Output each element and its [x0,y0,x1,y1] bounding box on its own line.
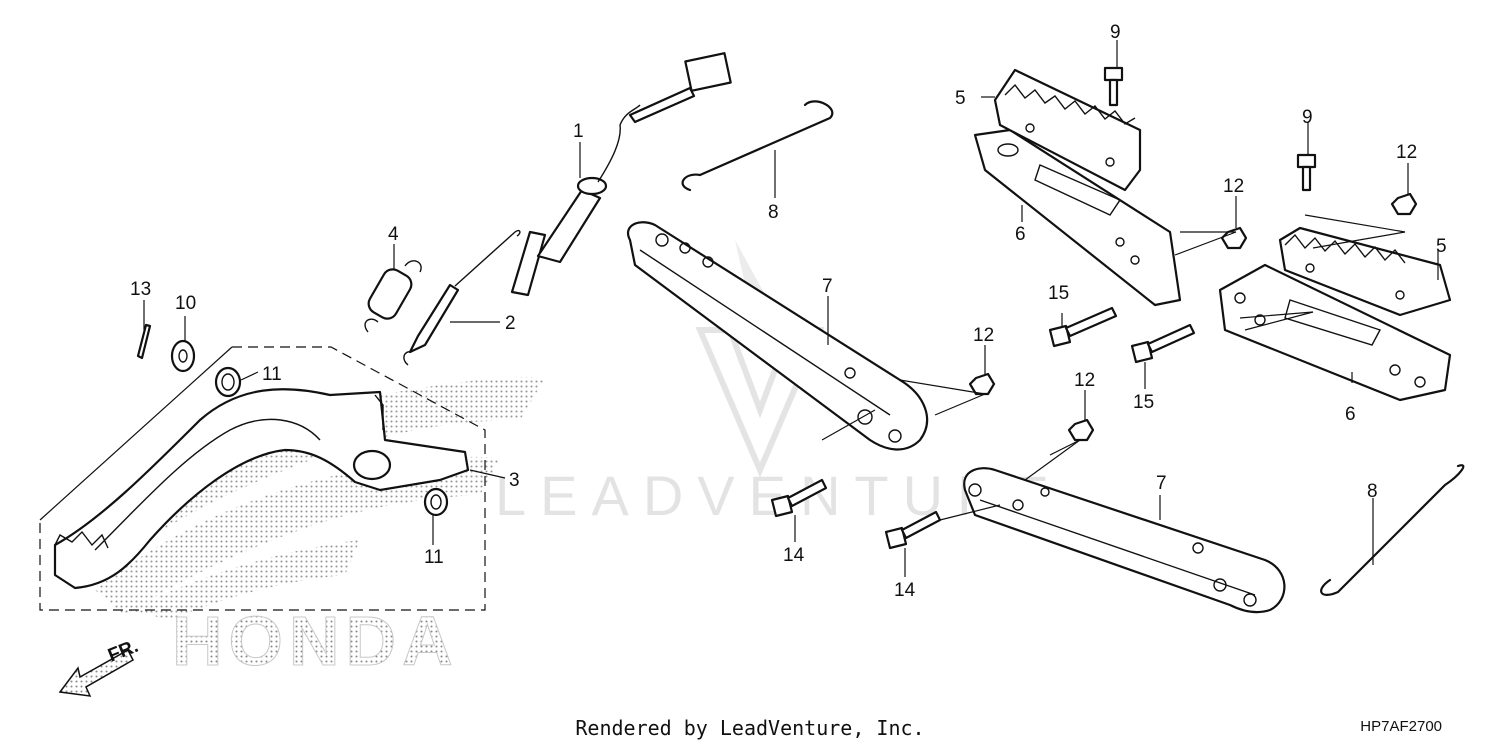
callout-7: 7 [822,276,833,297]
diagram-code: HP7AF2700 [1360,718,1442,735]
bolt [770,478,828,518]
callout-12: 12 [1396,142,1417,163]
callout-4: 4 [388,224,399,245]
callout-3: 3 [509,470,520,491]
rod [1320,464,1465,596]
callout-5: 5 [1436,236,1447,257]
return-spring [364,260,422,333]
callout-12: 12 [973,325,994,346]
callout-6: 6 [1015,224,1026,245]
callout-9: 9 [1110,22,1121,43]
cotter-pin [136,323,152,360]
bolt [1048,306,1118,348]
brake-switch [510,52,732,297]
nut [1390,192,1418,216]
callout-2: 2 [505,313,516,334]
bolt [1296,153,1317,192]
lower-arm [963,467,1286,614]
parts-diagram: HONDA LEADVENTURE [39,22,1465,697]
bushing [423,487,449,517]
callout-14: 14 [783,545,805,566]
callout-1: 1 [573,121,584,142]
callout-11: 11 [262,364,282,385]
callout-9: 9 [1302,107,1313,128]
pedal-group-box-edge [39,346,233,521]
callout-12: 12 [1223,176,1244,197]
washer [170,339,196,373]
step-bracket [1218,263,1452,402]
rod [681,100,834,192]
footer-credit: Rendered by LeadVenture, Inc. [575,716,925,740]
switch-spring [403,229,521,366]
callout-11: 11 [424,547,444,568]
callout-15: 15 [1133,392,1154,413]
callout-15: 15 [1048,283,1069,304]
bolt [884,510,942,550]
callout-5: 5 [955,88,966,109]
callout-8: 8 [768,202,779,223]
pedal-group-box [39,346,486,611]
watermark: LEADVENTURE [495,240,1063,527]
watermark-text: LEADVENTURE [495,464,1063,527]
callout-10: 10 [175,293,196,314]
nut [968,372,996,396]
nut [1220,226,1248,250]
nut [1067,418,1095,442]
bushing [214,366,242,398]
front-label: FR. [105,636,141,667]
callout-6: 6 [1345,404,1356,425]
bolt [1130,323,1196,364]
brand-logo-text: HONDA [172,602,459,680]
callout-7: 7 [1156,473,1167,494]
callout-14: 14 [894,580,916,601]
callout-8: 8 [1367,481,1378,502]
foot-step [993,68,1142,192]
lower-arm [627,221,929,451]
front-arrow-icon [58,648,134,697]
callout-13: 13 [130,279,151,300]
bolt [1103,66,1124,107]
foot-step [1278,226,1452,317]
leader-lines [143,40,1439,577]
brand-wing-logo [75,377,545,620]
callout-12: 12 [1074,370,1095,391]
brake-pedal [53,388,470,590]
